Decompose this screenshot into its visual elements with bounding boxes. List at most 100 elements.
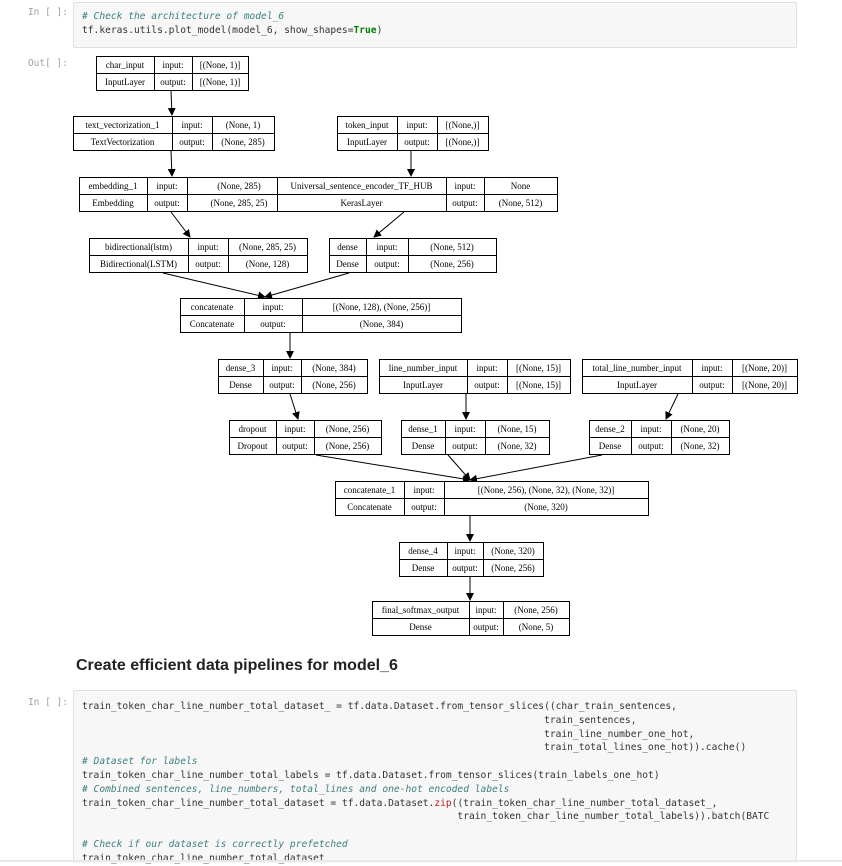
layer-class: Dense — [229, 380, 252, 390]
layer-name: final_softmax_output — [382, 605, 460, 615]
code-token: train_total_lines_one_hot)).cache() — [82, 742, 747, 754]
layer-node-total-line-number-input: total_line_number_inputInputLayerinput:o… — [582, 359, 798, 394]
output-port-label: output: — [411, 502, 437, 512]
layer-name: embedding_1 — [89, 181, 138, 191]
layer-node-bidirectional-lstm-: bidirectional(lstm) Bidirectional(LSTM) in… — [89, 238, 308, 273]
layer-class: Dense — [412, 563, 435, 573]
output-prompt: Out[ ]: — [27, 58, 68, 69]
code-token: # Check the architecture of model_6 — [82, 11, 285, 22]
code-cell-1-source[interactable]: # Check the architecture of model_6 tf.k… — [74, 3, 796, 38]
code-cell-2[interactable]: train_token_char_line_number_total_datas… — [73, 690, 797, 866]
code-line: train_token_char_line_number_total_datas… — [82, 853, 325, 864]
input-port-label: input: — [162, 60, 183, 70]
input-shape: (None, 1) — [226, 120, 261, 130]
layer-class: Concatenate — [190, 319, 234, 329]
code-token: ((train_token_char_line_number_total_dat… — [451, 797, 718, 809]
output-shape: (None, 256) — [326, 441, 370, 451]
input-port-label: input: — [197, 242, 218, 252]
code-line: # Combined sentences, line_numbers, tota… — [82, 784, 509, 795]
input-shape: [(None, 20)] — [742, 363, 787, 373]
input-shape: [(None, 128), (None, 256)] — [333, 302, 430, 312]
input-port-label: input: — [284, 424, 305, 434]
layer-class: TextVectorization — [91, 137, 155, 147]
input-port-label: input: — [406, 120, 427, 130]
section-heading: Create efficient data pipelines for mode… — [76, 657, 398, 674]
output-shape: (None, 256) — [430, 259, 474, 269]
input-shape: (None, 384) — [312, 363, 356, 373]
graph-edge — [665, 393, 679, 420]
cell-1-prompt: In [ ]: — [27, 7, 68, 18]
layer-class: Dense — [599, 441, 622, 451]
input-port-label: input: — [181, 120, 202, 130]
code-token: train_token_char_line_number_total_label… — [82, 769, 660, 781]
input-port-label: input: — [640, 424, 661, 434]
output-port-label: output: — [452, 563, 478, 573]
output-port-label: output: — [269, 380, 295, 390]
input-port-label: input: — [454, 546, 475, 556]
output-shape: [(None, 20)] — [742, 380, 787, 390]
cell-2-prompt: In [ ]: — [27, 697, 68, 708]
layer-class: Dense — [409, 622, 432, 632]
code-token: train_token_char_line_number_total_datas… — [82, 797, 435, 809]
graph-edge — [289, 393, 300, 420]
input-shape: (None, 20) — [681, 424, 720, 434]
layer-node-universal-sentence-encoder-tf-hub: Universal_sentence_encoder_TF_HUBKerasLa… — [277, 177, 558, 212]
output-shape: [(None, 15)] — [516, 380, 561, 390]
graph-edge — [469, 454, 603, 483]
output-port-label: output: — [452, 441, 478, 451]
code-line: train_line_number_one_hot, — [82, 729, 694, 740]
input-shape: (None, 256) — [326, 424, 370, 434]
output-shape: (None, 32) — [498, 441, 537, 451]
layer-class: InputLayer — [617, 380, 657, 390]
input-port-label: input: — [156, 181, 177, 191]
layer-name: Universal_sentence_encoder_TF_HUB — [291, 181, 433, 191]
input-shape: [(None, 15)] — [516, 363, 561, 373]
input-port-label: input: — [475, 605, 496, 615]
code-line: # Dataset for labels — [82, 756, 198, 767]
layer-name: bidirectional(lstm) — [105, 242, 172, 252]
graph-edge — [170, 211, 191, 238]
output-shape: (None, 285) — [221, 137, 265, 147]
output-port-label: output: — [474, 380, 500, 390]
code-line: train_sentences, — [82, 715, 636, 726]
layer-name: token_input — [346, 120, 389, 130]
layer-name: dropout — [239, 424, 267, 434]
layer-class: Dense — [336, 259, 359, 269]
layer-class: InputLayer — [347, 137, 387, 147]
input-shape: [(None,)] — [446, 120, 480, 130]
output-port-label: output: — [374, 259, 400, 269]
output-shape: (None, 5) — [519, 622, 554, 632]
layer-class: InputLayer — [105, 77, 145, 87]
input-port-label: input: — [454, 424, 475, 434]
code-token: ) — [376, 24, 383, 36]
code-line: # Check the architecture of model_6 — [82, 11, 284, 22]
output-port-label: output: — [638, 441, 664, 451]
input-shape: [(None, 1)] — [200, 60, 240, 70]
input-shape: (None, 285) — [217, 181, 261, 191]
output-port-label: output: — [195, 259, 221, 269]
output-port-label: output: — [160, 77, 186, 87]
input-port-label: input: — [262, 302, 283, 312]
code-token: train_token_char_line_number_total_label… — [82, 811, 770, 823]
layer-class: Dense — [412, 441, 435, 451]
code-token: # Combined sentences, line_numbers, tota… — [82, 783, 510, 795]
code-line: train_token_char_line_number_total_datas… — [82, 798, 717, 809]
layer-class: Bidirectional(LSTM) — [100, 259, 177, 269]
layer-node-char-input: char_inputInputLayerinput:output:[(None,… — [96, 56, 249, 91]
output-port-label: output: — [699, 380, 725, 390]
layer-name: concatenate — [191, 302, 233, 312]
output-shape: (None, 32) — [681, 441, 720, 451]
layer-class: Embedding — [92, 198, 134, 208]
code-token: # Check if our dataset is correctly pref… — [82, 838, 348, 850]
input-shape: None — [511, 181, 531, 191]
code-token: zip — [434, 797, 452, 809]
code-cell-2-source[interactable]: train_token_char_line_number_total_datas… — [74, 691, 796, 866]
code-cell-1[interactable]: # Check the architecture of model_6 tf.k… — [73, 2, 797, 48]
code-line: train_token_char_line_number_total_label… — [82, 770, 660, 781]
input-shape: (None, 256) — [514, 605, 558, 615]
output-shape: (None, 320) — [524, 502, 568, 512]
model-architecture-diagram: char_inputInputLayerinput:output:[(None,… — [73, 56, 798, 636]
layer-class: Dropout — [238, 441, 268, 451]
